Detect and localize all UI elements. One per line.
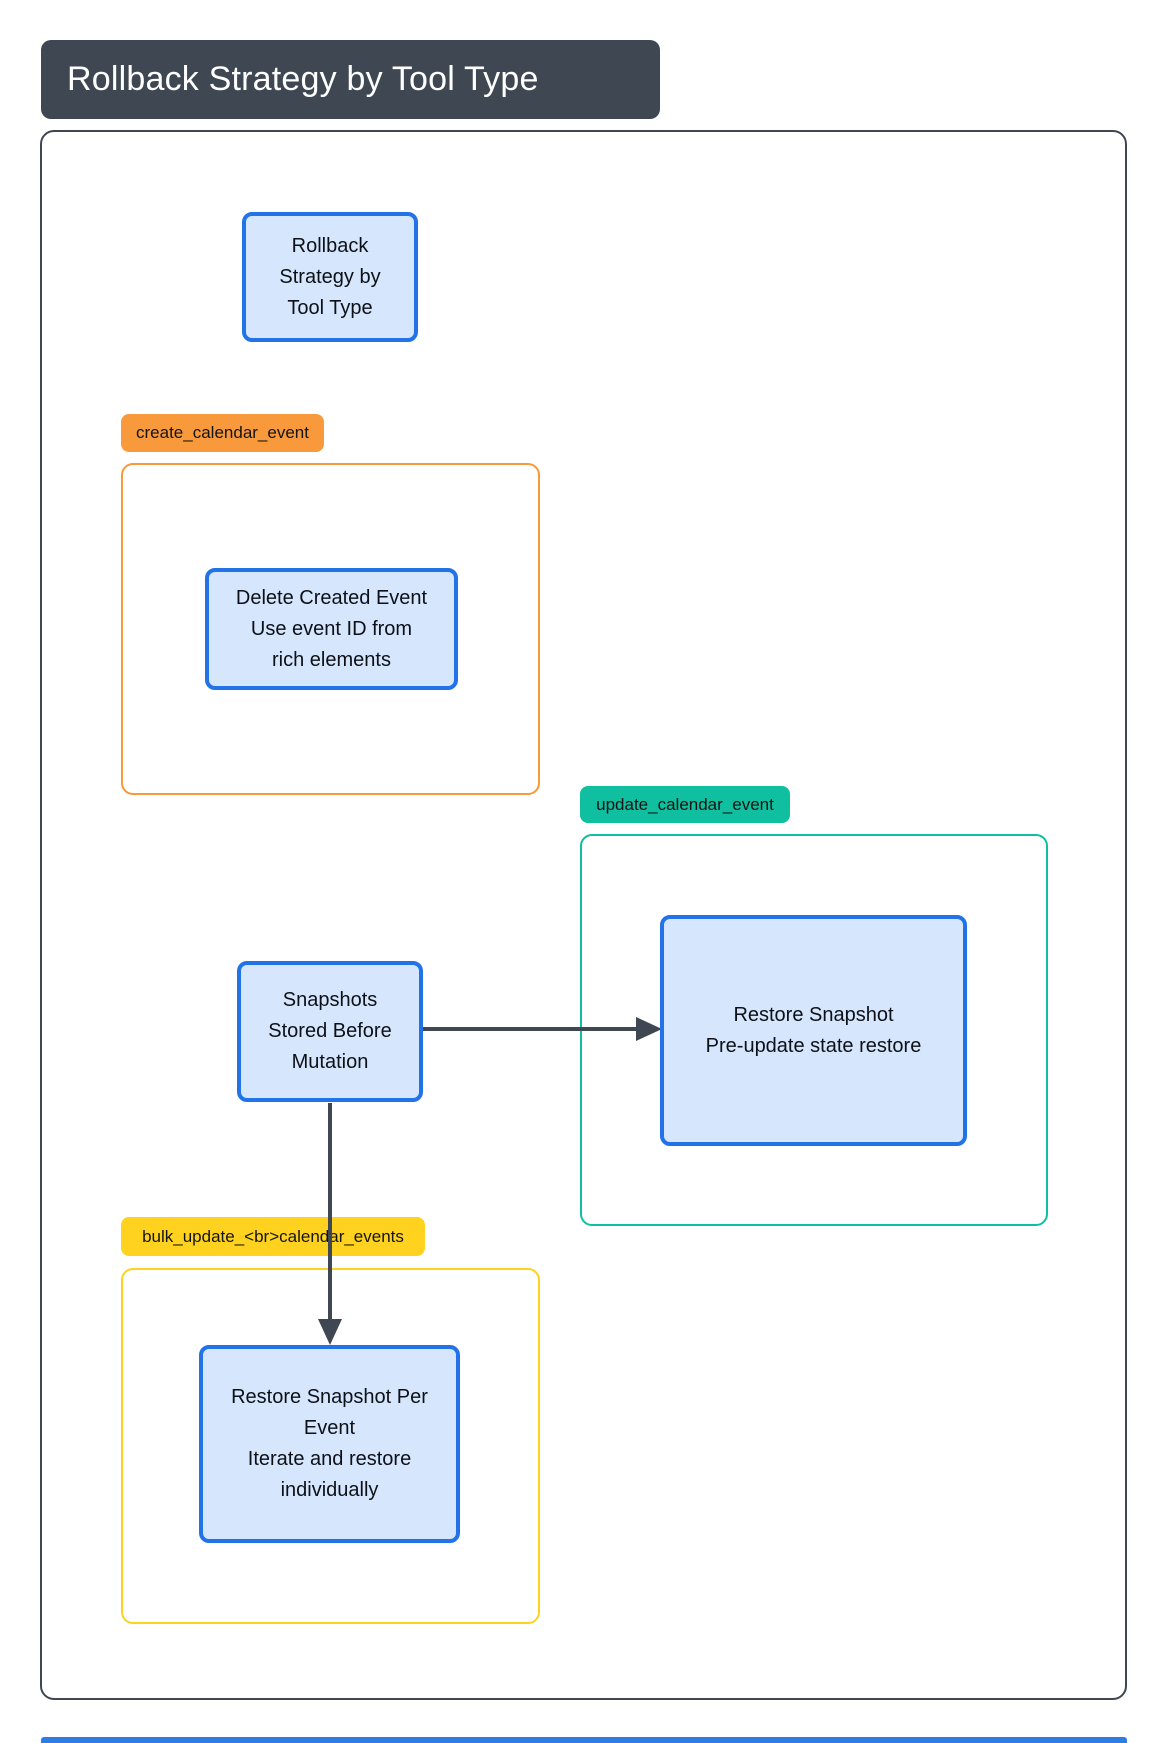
node-restore-snapshot: Restore Snapshot Pre-update state restor… — [660, 915, 967, 1146]
bottom-blue-bar — [41, 1737, 1127, 1743]
group-label-bulk-update-calendar-events: bulk_update_<br>calendar_events — [121, 1217, 425, 1256]
node-delete-created-event: Delete Created Event Use event ID from r… — [205, 568, 458, 690]
group-label-update-calendar-event: update_calendar_event — [580, 786, 790, 823]
node-snapshots-stored-before-mutation: Snapshots Stored Before Mutation — [237, 961, 423, 1102]
arrow-snapshots-to-restore-line — [423, 1027, 638, 1031]
group-label-create-calendar-event: create_calendar_event — [121, 414, 324, 452]
diagram-title-header: Rollback Strategy by Tool Type — [41, 40, 660, 119]
arrow-snapshots-to-bulk-head-icon — [318, 1319, 342, 1345]
arrow-snapshots-to-restore-head-icon — [636, 1017, 662, 1041]
node-restore-snapshot-per-event: Restore Snapshot Per Event Iterate and r… — [199, 1345, 460, 1543]
node-rollback-strategy: Rollback Strategy by Tool Type — [242, 212, 418, 342]
arrow-snapshots-to-bulk-line — [328, 1103, 332, 1321]
group-create-calendar-event — [121, 463, 540, 795]
